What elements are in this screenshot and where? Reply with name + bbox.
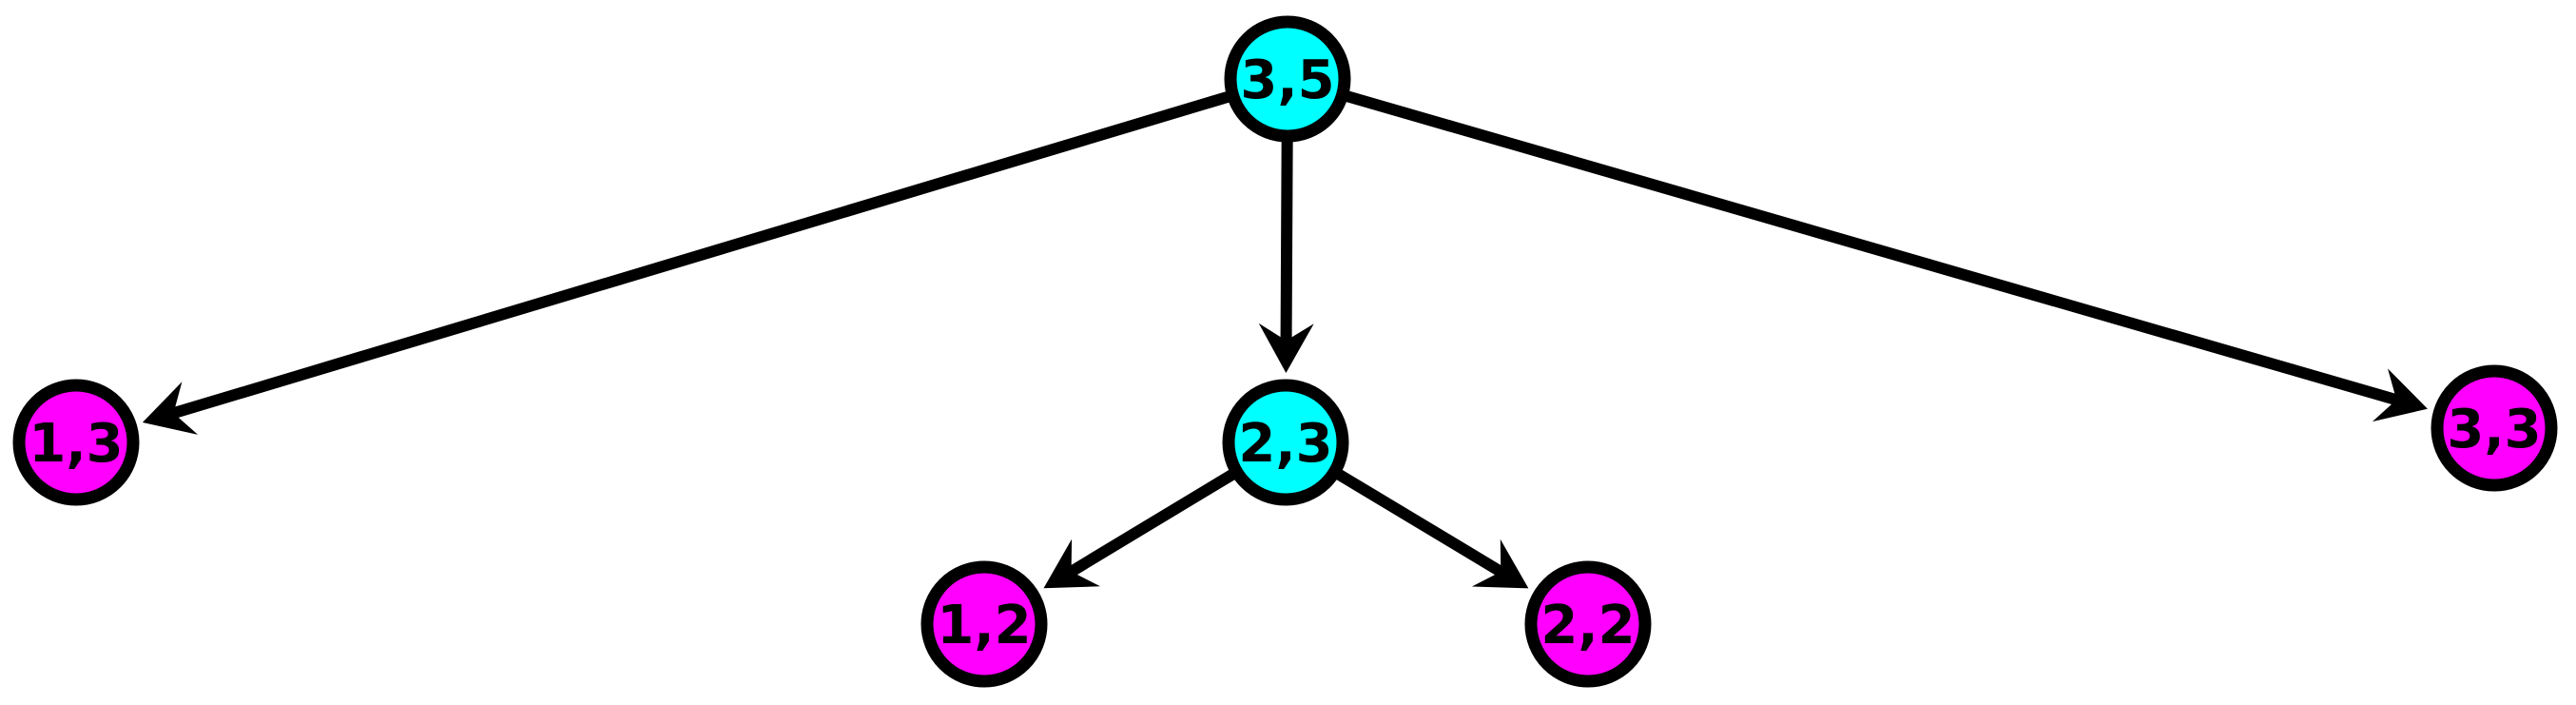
node-circle <box>1222 379 1349 506</box>
edge-line <box>1336 469 1507 579</box>
tree-node-1-3: 1,3 <box>12 379 140 506</box>
arrowhead-icon <box>142 382 199 435</box>
edge-line <box>1065 469 1235 578</box>
edge-line <box>1280 141 1293 345</box>
node-circle <box>1524 560 1652 688</box>
arrowhead-icon <box>2372 368 2428 422</box>
arrowhead-icon <box>1471 539 1529 589</box>
arrowhead-icon <box>1043 539 1100 589</box>
arrowhead-icon <box>1258 323 1314 373</box>
edge-line <box>167 91 1230 421</box>
tree-edge <box>1346 90 2428 422</box>
edge-line <box>1346 90 2402 407</box>
tree-node-1-2: 1,2 <box>920 560 1048 688</box>
node-circle <box>1224 15 1351 143</box>
node-circle <box>12 379 140 506</box>
edges-layer <box>142 90 2428 589</box>
tree-edge <box>1336 469 1529 589</box>
tree-edge <box>142 91 1230 435</box>
tree-node-2-3: 2,3 <box>1222 379 1349 506</box>
tree-node-3-5: 3,5 <box>1224 15 1351 143</box>
tree-edge <box>1043 469 1235 589</box>
node-circle <box>920 560 1048 688</box>
tree-node-2-2: 2,2 <box>1524 560 1652 688</box>
tree-node-3-3: 3,3 <box>2431 364 2558 492</box>
tree-edge <box>1258 141 1314 373</box>
node-circle <box>2431 364 2558 492</box>
